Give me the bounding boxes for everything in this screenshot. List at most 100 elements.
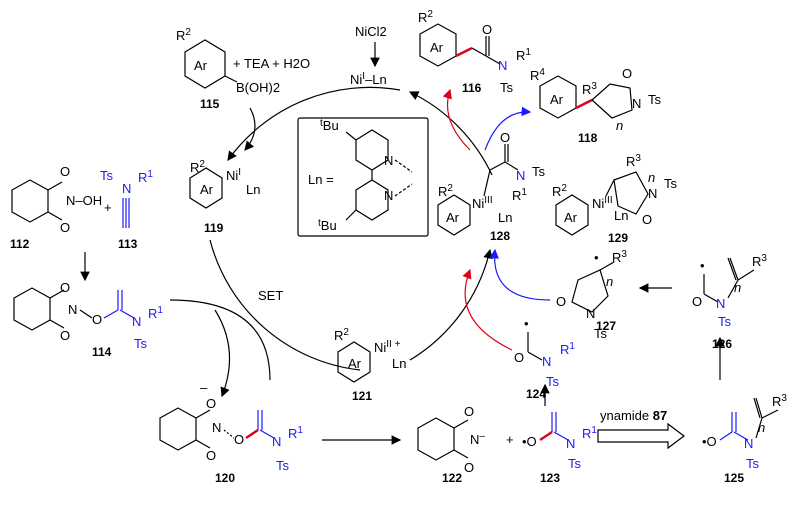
svg-text:R1: R1 [148,305,163,321]
svg-text:Ts: Ts [718,314,732,329]
compound-121: Ar R2 NiII + Ln 121 [334,327,406,403]
svg-text:N: N [516,168,525,183]
svg-text:Ts: Ts [276,458,290,473]
svg-text:Ar: Ar [430,40,444,55]
svg-text:N: N [384,188,393,203]
svg-text:R1: R1 [512,187,527,203]
svg-text:129: 129 [608,231,628,245]
set-label: SET [258,288,283,303]
svg-text:B(OH)2: B(OH)2 [236,80,280,95]
svg-text:O: O [500,130,510,145]
svg-text:N: N [68,302,77,317]
compound-122: O O N– 122 [417,404,485,485]
svg-text:N: N [716,296,725,311]
compound-120: O O – N O N R1 Ts 120 [159,380,303,485]
svg-text:Ts: Ts [500,80,514,95]
svg-text:N: N [566,436,575,451]
svg-text:R3: R3 [752,253,767,269]
svg-text:R2: R2 [334,327,349,343]
svg-text:tBu: tBu [318,218,337,233]
svg-text:O: O [556,294,566,309]
ligand-box [297,117,429,237]
catalytic-cycle-arc-lower [209,239,361,371]
svg-text:NiI: NiI [226,167,241,183]
svg-text:122: 122 [442,471,462,485]
compound-123: •O N R1 Ts 123 [522,412,597,485]
svg-text:O: O [692,294,702,309]
compound-128: Ar R2 NiIII Ln O N Ts R1 128 [437,130,546,243]
red-arrow-124-to-128 [462,268,513,351]
svg-text:N: N [744,436,753,451]
svg-text:Ts: Ts [546,374,560,389]
svg-text:113: 113 [118,237,138,251]
svg-text:Ts: Ts [664,176,678,191]
svg-text:123: 123 [540,471,560,485]
compound-127: • R3 n O N Ts 127 [556,249,627,341]
svg-text:Ts: Ts [648,92,662,107]
svg-text:118: 118 [578,131,598,145]
compound-112: O O N–OH 112 [10,164,102,251]
svg-text:NiIII: NiIII [472,195,493,211]
svg-text:R1: R1 [516,47,531,63]
compound-129: Ar R2 NiIII Ln R3 n N Ts O 129 [552,153,678,245]
svg-text:tBu: tBu [320,118,339,133]
svg-text:O: O [60,328,70,343]
svg-text:N: N [122,181,131,196]
svg-text:R4: R4 [530,67,545,83]
catalytic-cycle-arc-top-right [408,91,493,176]
blue-arrow-127-to-129 [489,248,551,301]
svg-text:Ln: Ln [614,208,628,223]
svg-text:Ar: Ar [550,92,564,107]
svg-text:Ln: Ln [392,356,406,371]
svg-text:•O: •O [702,434,717,449]
svg-text:Ar: Ar [194,58,208,73]
ynamide-arrow [597,422,685,450]
ynamide-label: ynamide 87 [600,408,667,423]
svg-text:N–: N– [470,431,485,447]
svg-text:Ts: Ts [568,456,582,471]
svg-text:Ar: Ar [348,356,362,371]
svg-text:112: 112 [10,237,30,251]
svg-text:Ts: Ts [746,456,760,471]
svg-text:R3: R3 [582,81,597,97]
compound-119: Ar R2 NiI Ln 119 [189,159,260,235]
svg-text:O: O [234,432,244,447]
svg-text:120: 120 [215,471,235,485]
svg-text:R1: R1 [560,341,575,357]
compound-116: Ar R2 O N R1 Ts 116 [418,9,531,95]
svg-text:n: n [616,118,623,133]
svg-text:N: N [272,434,281,449]
plus-1: + [104,200,112,215]
svg-text:N: N [384,153,393,168]
svg-text:R3: R3 [626,153,641,169]
compound-118: Ar R4 R3 O N Ts n 118 [530,66,662,145]
svg-text:n: n [758,420,765,435]
svg-text:O: O [622,66,632,81]
svg-text:–: – [200,380,208,395]
svg-text:R3: R3 [772,393,787,409]
svg-text:N: N [632,96,641,111]
nicl2-label: NiCl2 [355,24,387,39]
svg-text:N: N [498,58,507,73]
svg-text:N–OH: N–OH [66,193,102,208]
svg-text:114: 114 [92,345,112,359]
set-arrow [169,299,271,381]
svg-text:R2: R2 [176,27,191,43]
svg-text:•O: •O [522,434,537,449]
compound-124: • O N R1 Ts 124 [514,316,575,401]
svg-text:125: 125 [724,471,744,485]
svg-text:Ts: Ts [594,326,608,341]
svg-text:121: 121 [352,389,372,403]
svg-text:O: O [60,164,70,179]
svg-text:127: 127 [596,319,616,333]
ni-i-ln-top: NiI–Ln [350,71,387,87]
svg-text:O: O [92,312,102,327]
set-arrow-down [214,309,231,398]
svg-text:124: 124 [526,387,546,401]
svg-text:O: O [206,396,216,411]
svg-text:119: 119 [204,221,224,235]
svg-text:Ts: Ts [100,168,114,183]
svg-text:O: O [642,212,652,227]
